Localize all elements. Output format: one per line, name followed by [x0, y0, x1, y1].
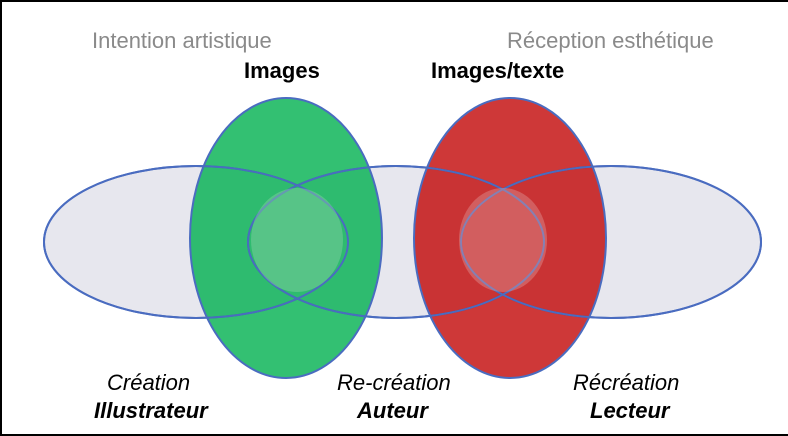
label-images: Images	[244, 58, 320, 83]
label-auteur: Auteur	[357, 398, 428, 423]
label-creation: Création	[107, 370, 191, 395]
label-re-creation: Re-création	[337, 370, 451, 395]
overlap-right	[459, 188, 547, 292]
label-illustrateur: Illustrateur	[94, 398, 208, 423]
label-recreation: Récréation	[573, 370, 680, 395]
label-intention-artistique: Intention artistique	[92, 28, 272, 53]
label-reception-esthetique: Réception esthétique	[507, 28, 714, 53]
ellipse-auteur-outline	[247, 165, 545, 319]
label-lecteur: Lecteur	[590, 398, 670, 423]
ellipse-creation-outline	[43, 165, 349, 319]
label-images-texte: Images/texte	[431, 58, 565, 83]
ellipse-lecteur-outline	[460, 165, 762, 319]
ellipse-images-texte	[413, 97, 607, 379]
overlap-left	[251, 188, 343, 292]
